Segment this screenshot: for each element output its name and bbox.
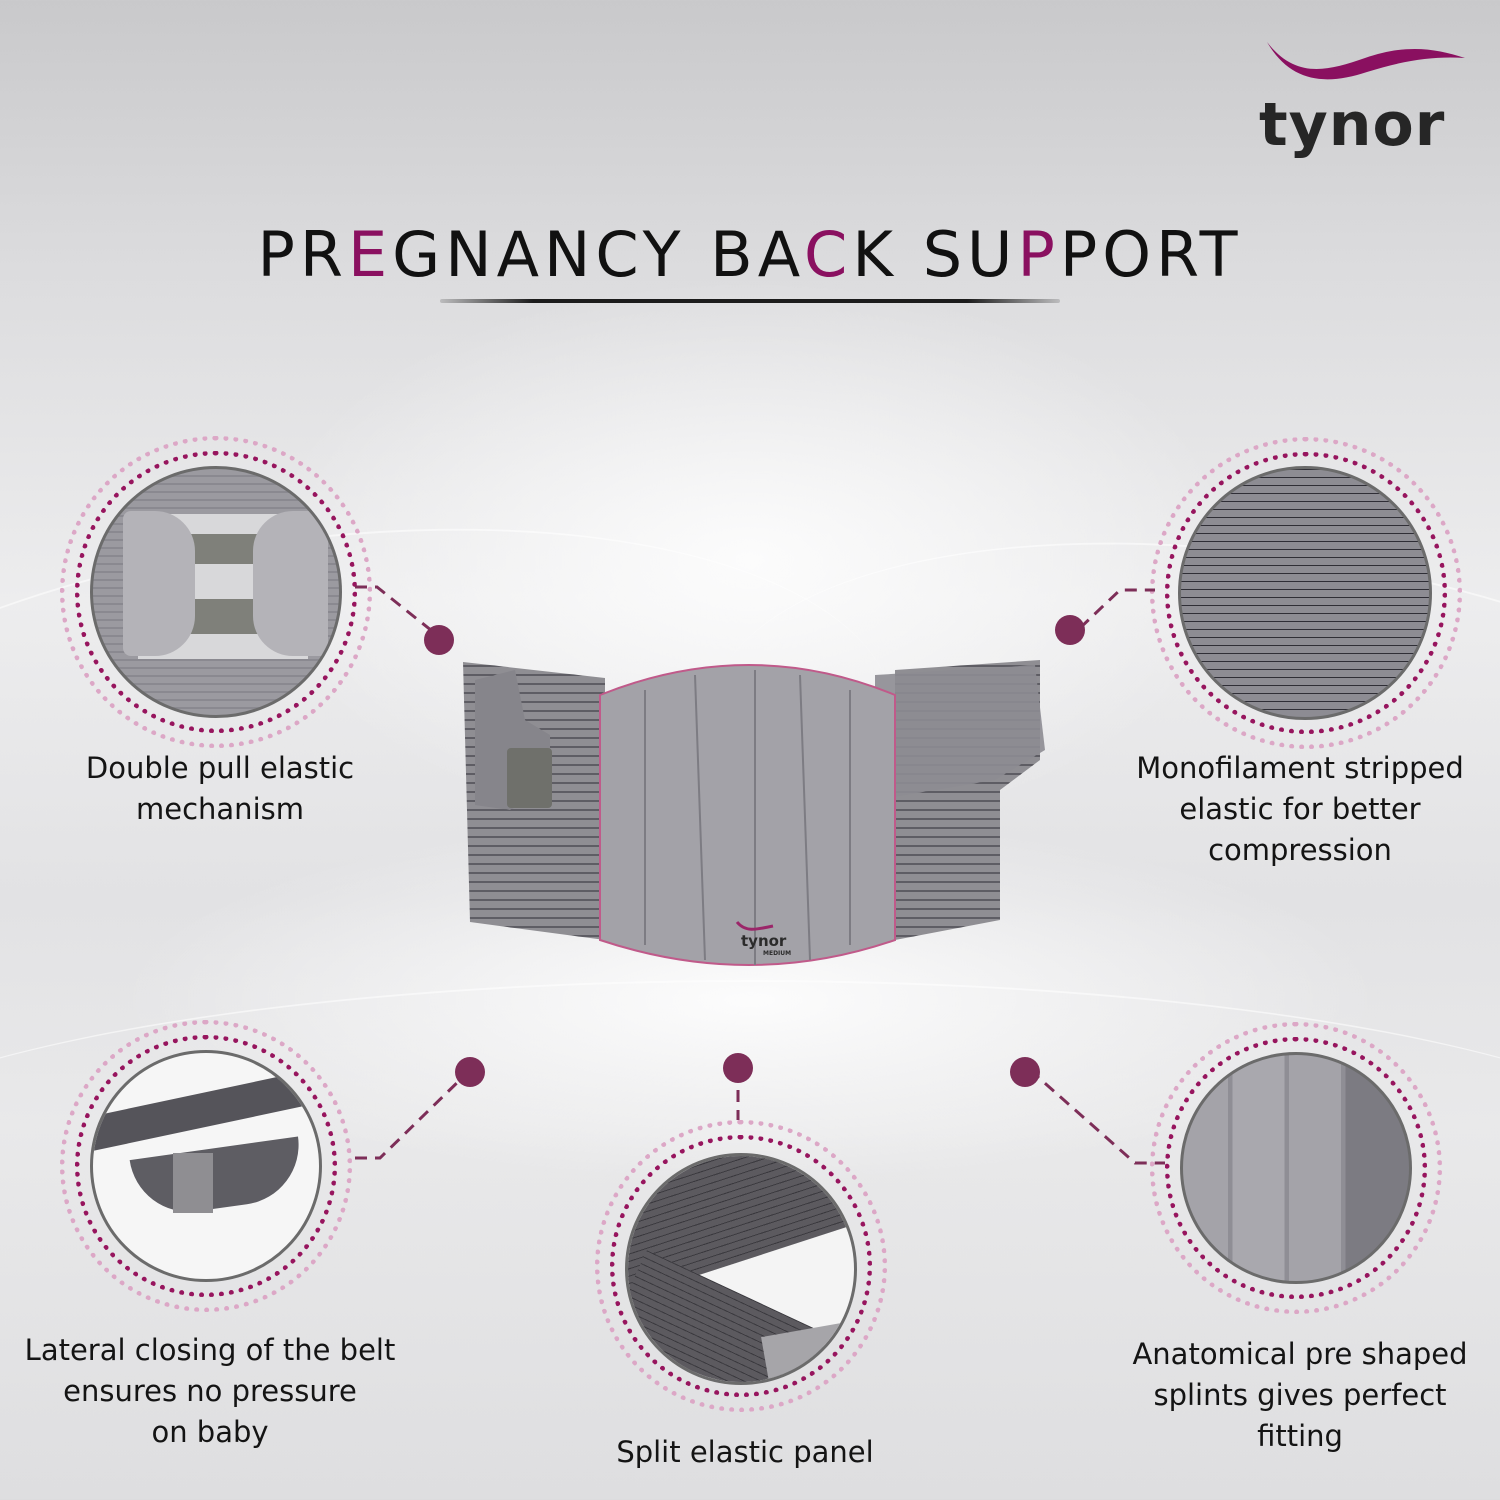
title-part: PORT	[1059, 218, 1243, 291]
dotted-ring-outer	[595, 1120, 887, 1412]
connector-dot	[723, 1053, 753, 1083]
feature-caption: Anatomical pre shaped splints gives perf…	[1132, 1337, 1468, 1453]
feature-image-striped-elastic	[1178, 466, 1432, 720]
logo-wordmark: tynor	[1259, 90, 1446, 160]
connector-dot	[1010, 1057, 1040, 1087]
title-underline	[440, 299, 1060, 303]
feature-image-splints	[1180, 1052, 1412, 1284]
product-image-belt: tynor MEDIUM	[455, 640, 1045, 970]
product-label-brand: tynor	[741, 932, 787, 950]
page-title: PREGNANCY BACK SUPPORT	[0, 218, 1500, 291]
feature-caption: Lateral closing of the belt ensures no p…	[24, 1333, 396, 1449]
connector-dot	[455, 1057, 485, 1087]
connector-line	[355, 1073, 467, 1160]
connector-dot	[424, 625, 454, 655]
dotted-ring-outer	[1150, 437, 1462, 749]
dotted-ring-outer	[60, 1020, 352, 1312]
title-part: GNANCY BA	[392, 218, 805, 291]
dotted-ring-outer	[60, 436, 372, 748]
title-part: PR	[257, 218, 348, 291]
feature-caption: Double pull elastic mechanism	[85, 751, 355, 826]
dotted-ring-inner	[75, 451, 357, 733]
dotted-ring-inner	[1165, 1037, 1427, 1299]
feature-image-woman-wearing-belt	[90, 1050, 322, 1282]
title-highlight-letter: P	[1017, 218, 1060, 291]
logo-swoosh-icon	[1267, 42, 1465, 80]
dotted-ring-inner	[1165, 452, 1447, 734]
feature-caption: Split elastic panel	[616, 1435, 874, 1469]
title-highlight-letter: E	[347, 218, 393, 291]
feature-image-split-panel	[625, 1153, 857, 1385]
connector-line	[355, 585, 438, 637]
dotted-ring-inner	[75, 1035, 337, 1297]
connector-dot	[1055, 615, 1085, 645]
title-part: K SU	[852, 218, 1018, 291]
feature-caption: Monofilament stripped elastic for better…	[1136, 751, 1464, 867]
title-highlight-letter: C	[804, 218, 853, 291]
dotted-ring-outer	[1150, 1022, 1442, 1314]
dotted-ring-inner	[610, 1135, 872, 1397]
brand-logo: tynor	[1255, 38, 1470, 160]
connector-line	[1029, 1068, 1165, 1165]
connector-line	[1078, 588, 1155, 630]
feature-image-velcro-closeup	[90, 466, 342, 718]
product-label-size: MEDIUM	[763, 950, 792, 957]
